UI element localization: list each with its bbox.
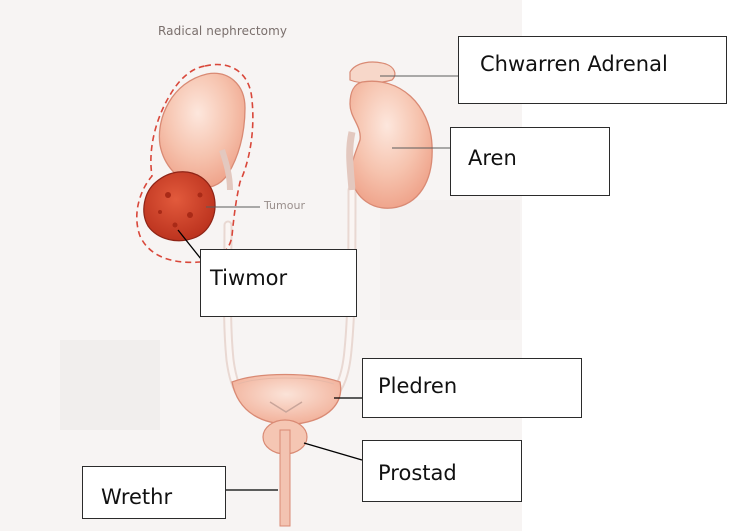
- urethra: [280, 430, 290, 526]
- label-tumour: Tiwmor: [210, 268, 287, 289]
- diagram-title: Radical nephrectomy: [158, 24, 287, 38]
- label-urethra: Wrethr: [101, 487, 172, 508]
- label-box-urethra: Wrethr: [82, 466, 226, 519]
- label-box-bladder: Pledren: [362, 358, 582, 418]
- label-box-prostate: Prostad: [362, 440, 522, 502]
- adrenal-gland: [350, 62, 395, 83]
- label-bladder: Pledren: [378, 376, 457, 397]
- tumour-inner-label: Tumour: [264, 199, 305, 212]
- label-adrenal: Chwarren Adrenal: [480, 54, 668, 75]
- label-box-kidney: Aren: [450, 127, 610, 196]
- label-box-adrenal: Chwarren Adrenal: [458, 36, 727, 104]
- label-box-tumour: Tiwmor: [200, 249, 357, 317]
- label-kidney: Aren: [468, 148, 517, 169]
- label-prostate: Prostad: [378, 463, 457, 484]
